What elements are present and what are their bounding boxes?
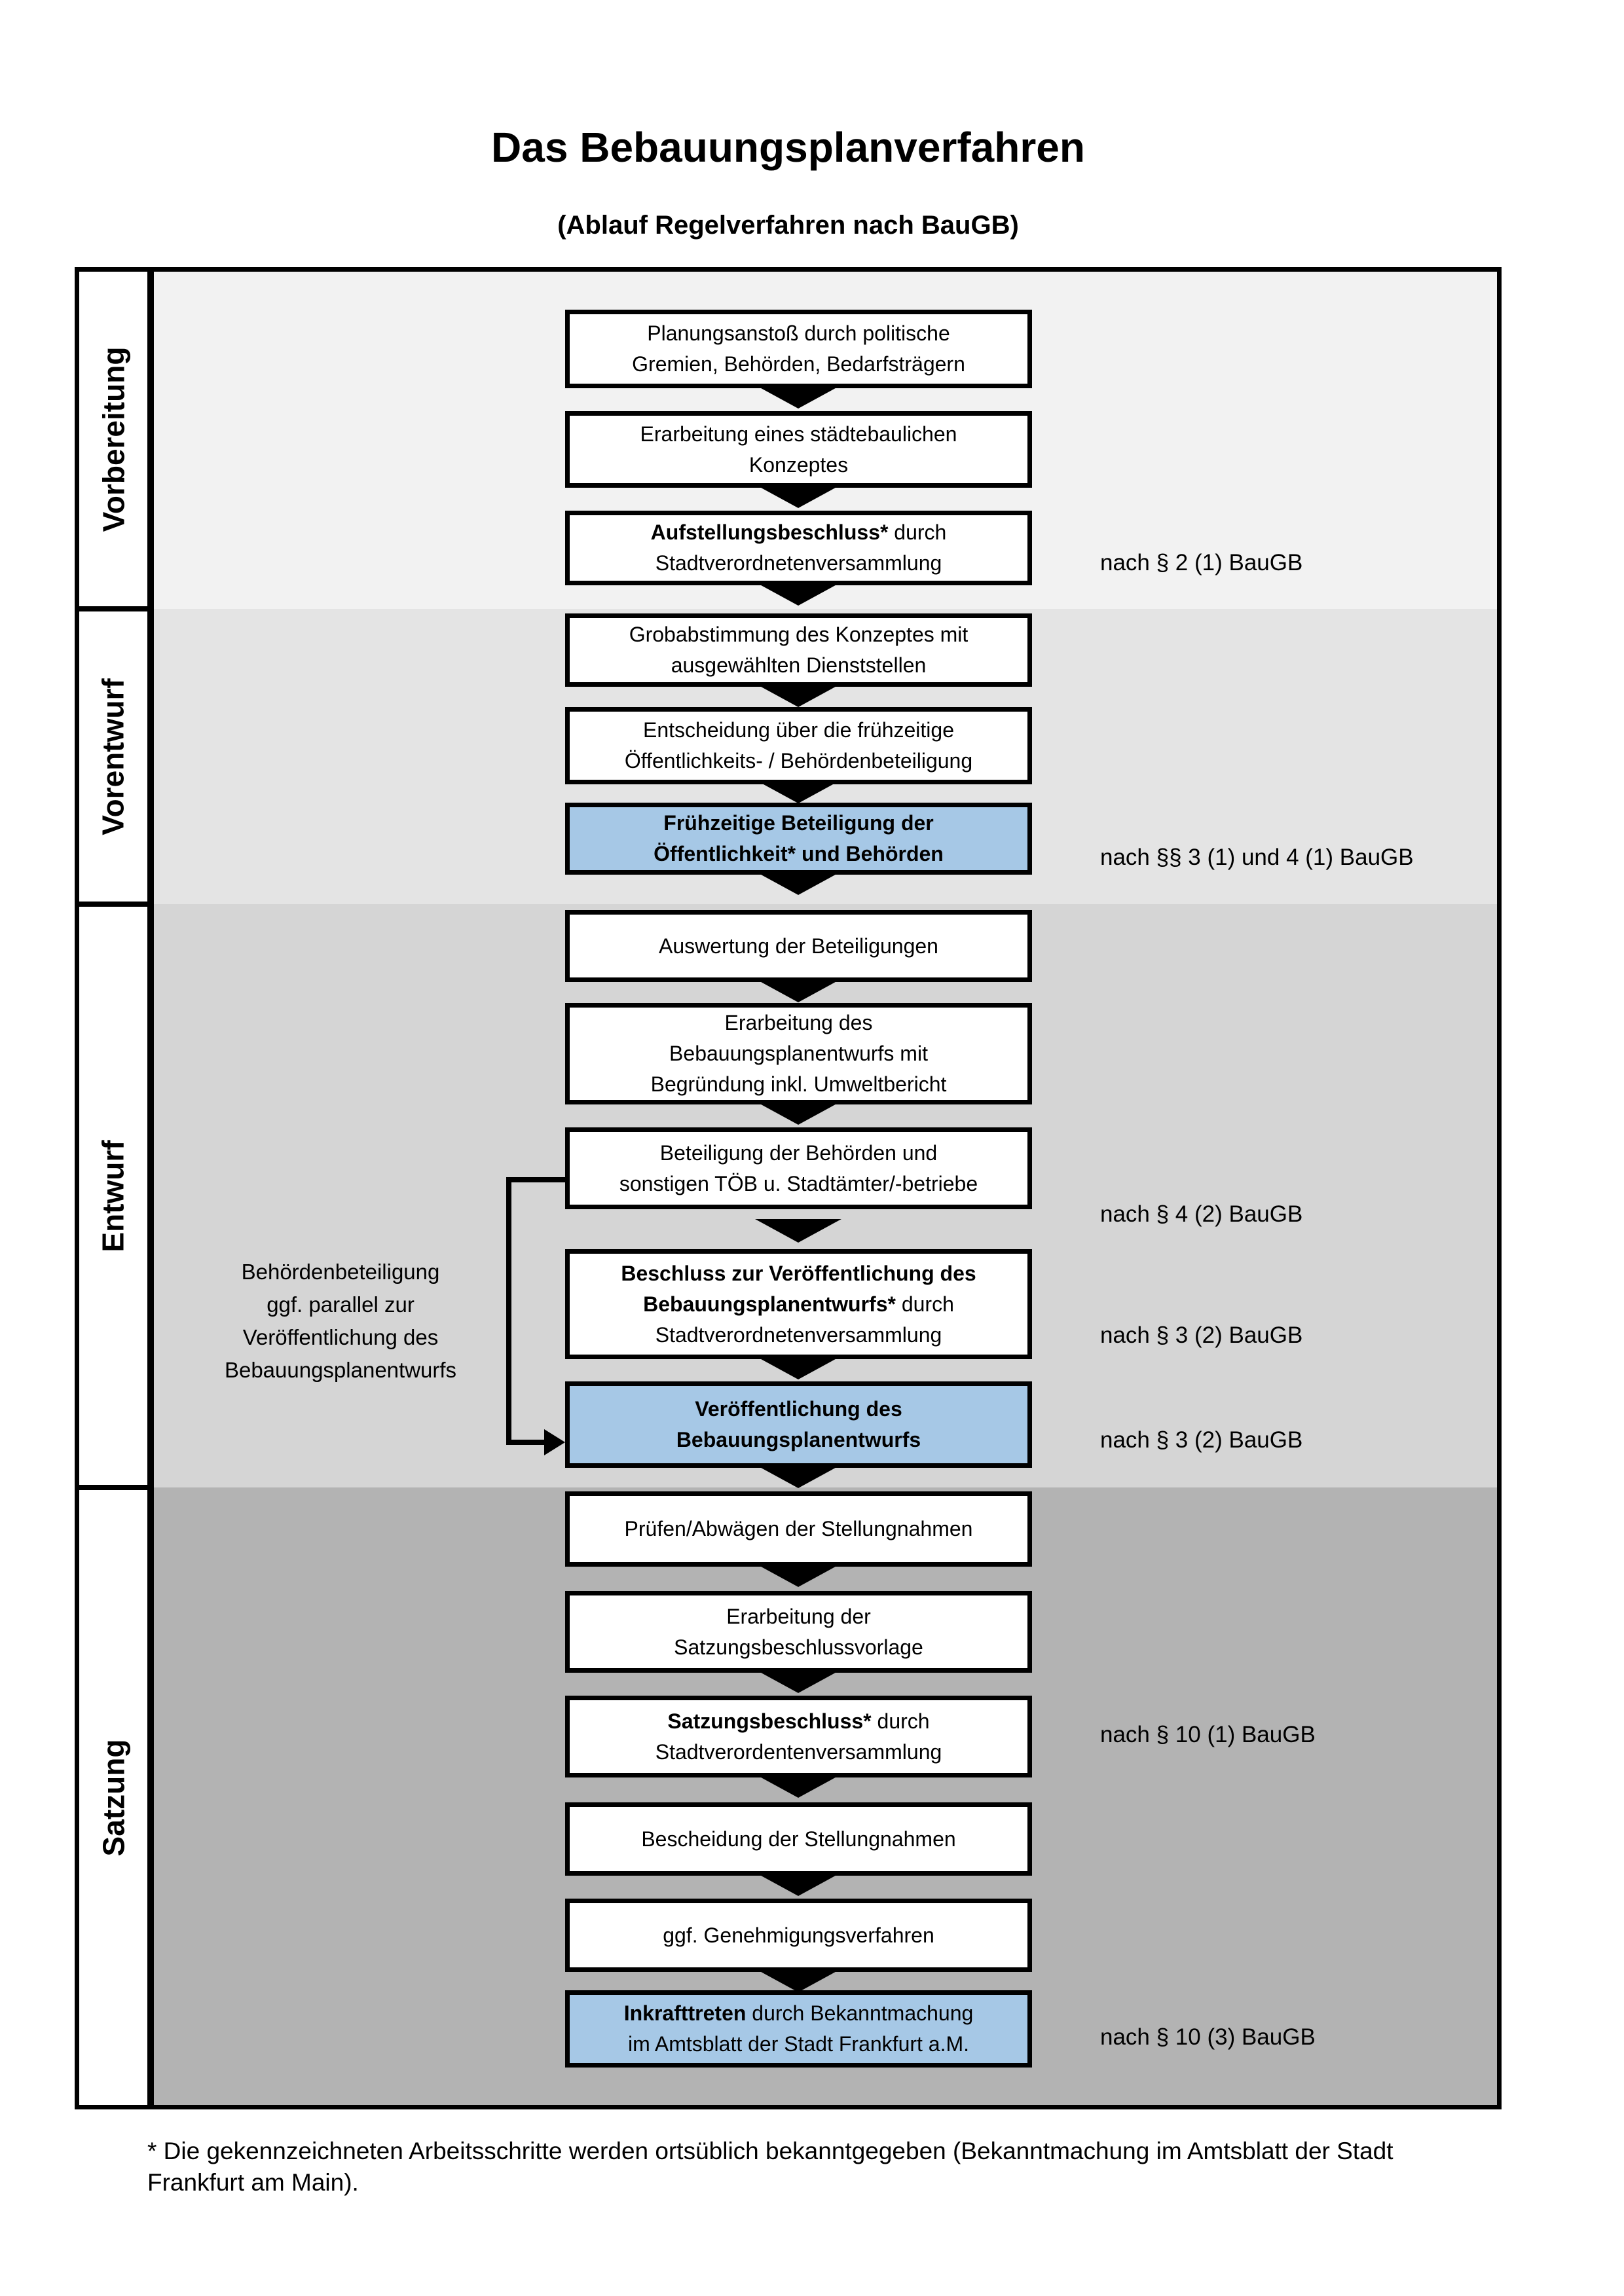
step-box-5: Entscheidung über die frühzeitige Öffent…	[565, 707, 1032, 784]
flow-arrow	[755, 1872, 841, 1896]
step-box-10: Beschluss zur Veröffentlichung des Bebau…	[565, 1249, 1032, 1359]
flow-arrow	[755, 979, 841, 1002]
step-box-15: Bescheidung der Stellungnahmen	[565, 1802, 1032, 1876]
flow-arrow	[755, 582, 841, 606]
flow-arrow	[755, 683, 841, 707]
legal-ref-5: nach § 3 (2) BauGB	[1100, 1427, 1303, 1453]
footnote: * Die gekennzeichneten Arbeitsschritte w…	[147, 2138, 1393, 2196]
connector-vertical-line	[506, 1177, 511, 1445]
step-box-9: Beteiligung der Behörden und sonstigen T…	[565, 1127, 1032, 1209]
step-box-7: Auswertung der Beteiligungen	[565, 910, 1032, 982]
flow-arrow	[755, 780, 841, 803]
flow-arrow	[755, 1356, 841, 1379]
step-box-1: Planungsanstoß durch politische Gremien,…	[565, 310, 1032, 388]
phase-label-text: Entwurf	[96, 1139, 131, 1252]
legal-ref-2: nach §§ 3 (1) und 4 (1) BauGB	[1100, 845, 1414, 870]
page-subtitle: (Ablauf Regelverfahren nach BauGB)	[557, 211, 1019, 240]
legal-ref-4: nach § 3 (2) BauGB	[1100, 1322, 1303, 1348]
step-box-2: Erarbeitung eines städtebaulichen Konzep…	[565, 411, 1032, 488]
flow-arrow	[755, 1774, 841, 1798]
page-title: Das Bebauungsplanverfahren	[491, 124, 1085, 171]
legal-ref-7: nach § 10 (3) BauGB	[1100, 2024, 1316, 2050]
legal-ref-3: nach § 4 (2) BauGB	[1100, 1201, 1303, 1227]
flow-arrow	[755, 1219, 841, 1243]
legal-ref-1: nach § 2 (1) BauGB	[1100, 550, 1303, 575]
label-column-separator	[147, 267, 154, 2109]
phase-divider	[75, 1485, 154, 1490]
flow-arrow	[755, 1465, 841, 1488]
legal-ref-6: nach § 10 (1) BauGB	[1100, 1722, 1316, 1747]
phase-label-text: Vorentwurf	[96, 678, 130, 835]
phase-label-vorbereitung: Vorbereitung	[79, 272, 147, 606]
flow-arrow	[755, 1563, 841, 1587]
phase-label-satzung: Satzung	[79, 1490, 147, 2105]
phase-label-text: Vorbereitung	[96, 346, 131, 532]
flow-arrow	[755, 1669, 841, 1693]
flow-arrow	[755, 1101, 841, 1125]
step-box-11-highlight: Veröffentlichung des Bebauungsplanentwur…	[565, 1381, 1032, 1468]
phase-label-vorentwurf: Vorentwurf	[79, 611, 147, 902]
step-box-14: Satzungsbeschluss* durch Stadtverordente…	[565, 1696, 1032, 1777]
phase-label-entwurf: Entwurf	[79, 907, 147, 1485]
flow-arrow	[755, 871, 841, 895]
phase-label-text: Satzung	[96, 1739, 131, 1856]
step-box-4: Grobabstimmung des Konzeptes mit ausgewä…	[565, 613, 1032, 687]
connector-bottom-line	[506, 1440, 545, 1445]
chart-frame	[75, 267, 1502, 2109]
phase-divider	[75, 606, 154, 611]
step-box-13: Erarbeitung der Satzungsbeschlussvorlage	[565, 1591, 1032, 1673]
flow-arrow	[755, 484, 841, 508]
side-note: Behördenbeteiligung ggf. parallel zur Ve…	[224, 1260, 457, 1382]
step-box-16: ggf. Genehmigungsverfahren	[565, 1899, 1032, 1972]
step-box-3: Aufstellungsbeschluss* durch Stadtverord…	[565, 511, 1032, 585]
phase-divider	[75, 902, 154, 907]
flow-arrow	[755, 385, 841, 409]
connector-top-line	[506, 1177, 565, 1182]
step-box-17-highlight: Inkrafttreten durch Bekanntmachung im Am…	[565, 1990, 1032, 2068]
connector-arrowhead-icon	[544, 1429, 565, 1455]
step-box-6-highlight: Frühzeitige Beteiligung der Öffentlichke…	[565, 803, 1032, 875]
step-box-8: Erarbeitung des Bebauungsplanentwurfs mi…	[565, 1003, 1032, 1104]
flow-arrow	[755, 1969, 841, 1992]
step-box-12: Prüfen/Abwägen der Stellungnahmen	[565, 1491, 1032, 1567]
